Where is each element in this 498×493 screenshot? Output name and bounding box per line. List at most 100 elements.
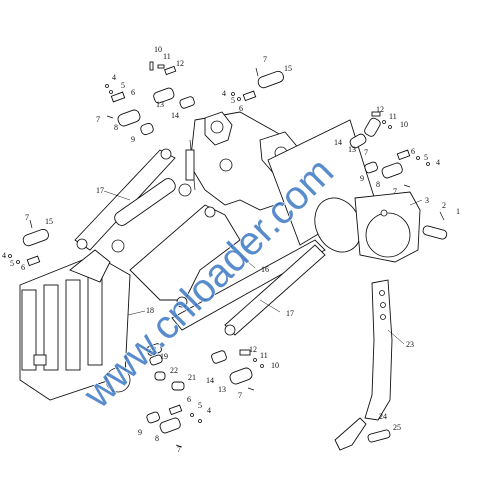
- callout: 3: [425, 196, 429, 205]
- plate-6b: [242, 90, 257, 102]
- frame-rib-4: [87, 274, 103, 366]
- shim-14a: [179, 96, 195, 109]
- hardware-group-top-left: [105, 61, 195, 136]
- pin-8a: [117, 109, 141, 127]
- frame-lug: [69, 249, 111, 283]
- bushing-22: [154, 371, 166, 381]
- washer-11b: [382, 120, 386, 124]
- callout: 21: [188, 373, 196, 382]
- pin-7a: [106, 115, 114, 119]
- shim-14c: [211, 350, 227, 364]
- link-16: [129, 204, 241, 301]
- bolt-4b: [231, 92, 235, 96]
- shank-hole-2: [380, 302, 386, 308]
- callout: 12: [376, 105, 384, 114]
- link-17a-hole-1: [76, 238, 88, 250]
- link-17c-hole: [224, 324, 236, 336]
- nut-5a: [109, 90, 113, 94]
- frame-block: [33, 354, 47, 366]
- nut-5b: [237, 97, 241, 101]
- callout: 2: [442, 201, 446, 210]
- frame-boss: [105, 367, 131, 393]
- pin-15a: [257, 70, 284, 89]
- bushing-13a: [153, 87, 175, 104]
- pin-7b: [255, 67, 259, 77]
- cylinder-tube-3: [267, 119, 421, 263]
- callout: 18: [146, 306, 154, 315]
- sleeve-9a: [140, 122, 154, 136]
- washer-11c: [253, 358, 257, 362]
- callout: 7: [263, 55, 267, 64]
- callout: 5: [121, 81, 125, 90]
- cylinder-barrel: [114, 178, 176, 226]
- nut-5d: [16, 260, 20, 264]
- plate-6e: [168, 404, 183, 416]
- link-17a-hole-2: [160, 148, 172, 160]
- callout: 24: [379, 412, 387, 421]
- callout: 11: [260, 351, 268, 360]
- callout: 7: [25, 213, 29, 222]
- callout: 10: [400, 120, 408, 129]
- callout: 14: [171, 111, 179, 120]
- link-16-hole-2: [176, 296, 188, 308]
- cylinder-base: [111, 239, 125, 253]
- shank-hole-3: [380, 314, 386, 320]
- frame-rib-2: [43, 284, 59, 371]
- hardware-group-left: [8, 219, 49, 267]
- bushing-13b: [364, 117, 381, 137]
- pin-8b: [381, 162, 403, 179]
- bushing-19: [149, 354, 163, 366]
- plate-12c: [239, 349, 251, 356]
- bolt-4e: [198, 419, 202, 423]
- callout: 9: [131, 135, 135, 144]
- callout: 10: [154, 45, 162, 54]
- callout: 20: [148, 345, 156, 354]
- callout: 12: [176, 59, 184, 68]
- callout: 4: [207, 406, 211, 415]
- bushing-20: [146, 343, 162, 356]
- callout: 6: [131, 88, 135, 97]
- ripper-shank-23: [364, 279, 393, 421]
- shim-14b: [349, 133, 367, 149]
- bracket-plate: [185, 149, 195, 181]
- callout: 22: [170, 366, 178, 375]
- pin-7e: [29, 219, 33, 229]
- callout: 7: [393, 187, 397, 196]
- callout: 16: [261, 265, 269, 274]
- callout: 8: [155, 434, 159, 443]
- plate-12b: [371, 111, 381, 117]
- callout-labels: 10 11 12 4 5 6 7 13 8 9 14 7 15 4 5 6 12…: [2, 45, 460, 454]
- pin-15b: [22, 228, 49, 247]
- callout: 5: [198, 401, 202, 410]
- bolt-10b: [388, 125, 392, 129]
- shank-hole-1: [379, 290, 385, 296]
- callout: 10: [271, 361, 279, 370]
- callout: 17: [286, 309, 294, 318]
- plate-6c: [396, 149, 411, 161]
- bolt-10c: [260, 364, 264, 368]
- bracket-hole-1: [210, 120, 224, 134]
- bracket-hole-2: [219, 158, 233, 172]
- cylinder-eye: [178, 183, 192, 197]
- frame-rib-3: [65, 279, 81, 371]
- bolt-4c: [426, 162, 430, 166]
- link-16-hole-1: [204, 206, 216, 218]
- callout: 5: [231, 96, 235, 105]
- callout: 13: [348, 145, 356, 154]
- callout: 25: [393, 423, 401, 432]
- callout: 14: [334, 138, 342, 147]
- washer-11: [157, 64, 165, 69]
- nut-5c: [416, 156, 420, 160]
- callout: 4: [436, 158, 440, 167]
- callout: 8: [114, 123, 118, 132]
- ripper-assembly: [334, 279, 393, 451]
- frame-rib-1: [21, 289, 37, 371]
- callout: 19: [160, 352, 168, 361]
- callout: 7: [177, 445, 181, 454]
- callout: 4: [2, 251, 6, 260]
- callout: 7: [96, 115, 100, 124]
- sleeve-9c: [146, 411, 160, 424]
- bolt-10: [149, 61, 154, 71]
- bushing-13c: [229, 367, 253, 385]
